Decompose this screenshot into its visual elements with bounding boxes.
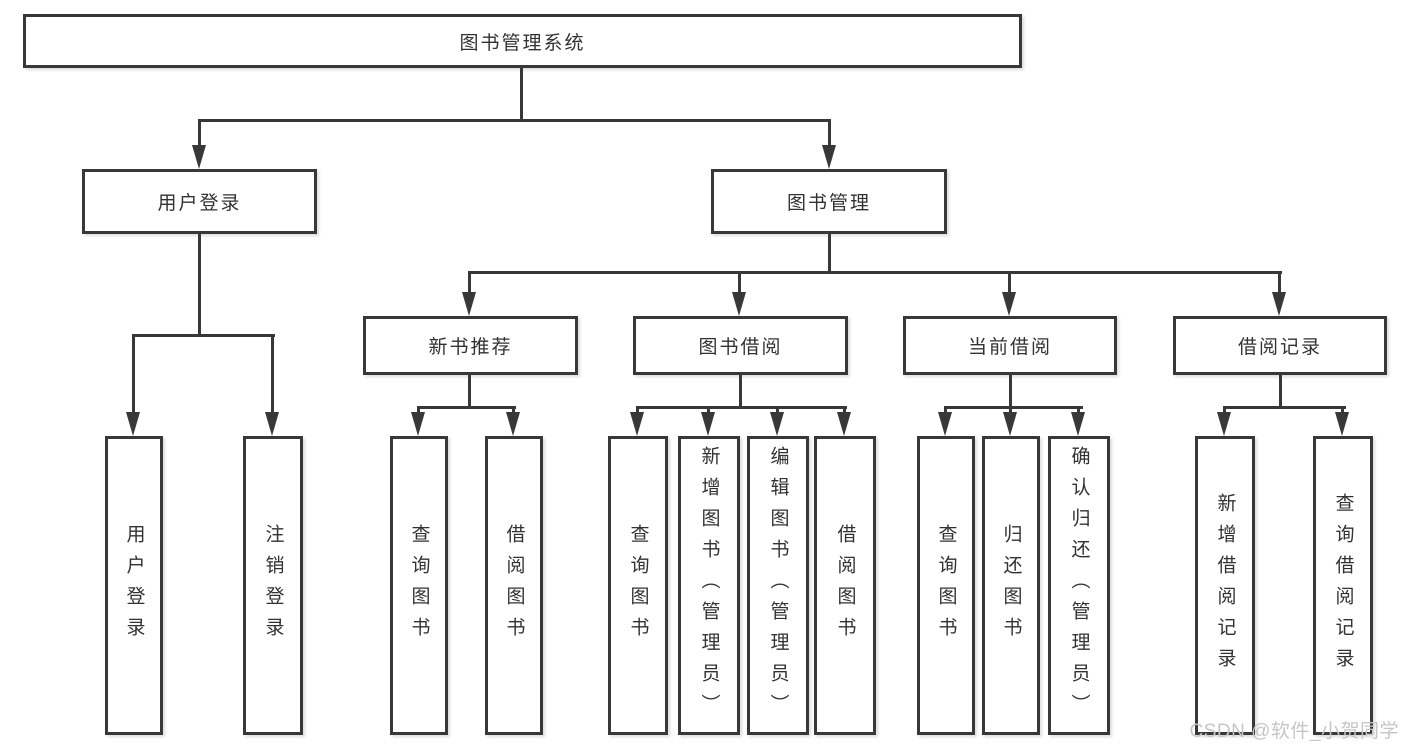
node-user-login: 用户登录 [82, 169, 317, 234]
connector-drop [636, 406, 639, 414]
arrow-down-icon [1335, 412, 1349, 436]
connector-book-mgmt-stem [828, 234, 831, 274]
leaf-label: 借阅图书 [834, 523, 856, 648]
connector-drop [512, 406, 515, 414]
connector-drop [776, 406, 779, 414]
arrow-down-icon [126, 412, 140, 436]
arrow-down-icon [1217, 412, 1231, 436]
arrow-down-icon [770, 412, 784, 436]
leaf-query-borrow-record: 查询借阅记录 [1313, 436, 1373, 735]
leaf-return-books: 归还图书 [982, 436, 1040, 735]
connector-drop [198, 119, 201, 147]
arrow-down-icon [630, 412, 644, 436]
connector-drop [843, 406, 846, 414]
leaf-label: 查询图书 [935, 523, 957, 648]
arrow-down-icon [1272, 292, 1286, 316]
connector-branch [1223, 406, 1346, 409]
leaf-label: 编辑图书（管理员） [767, 446, 789, 725]
arrow-down-icon [1071, 412, 1085, 436]
connector-stem [468, 375, 471, 408]
connector-drop [1009, 406, 1012, 414]
connector-drop [944, 406, 947, 414]
connector-branch [636, 406, 847, 409]
arrow-down-icon [837, 412, 851, 436]
leaf-add-books-admin: 新增图书（管理员） [678, 436, 740, 735]
leaf-query-books-current: 查询图书 [917, 436, 975, 735]
arrow-down-icon [506, 412, 520, 436]
leaf-label: 查询借阅记录 [1332, 492, 1354, 679]
connector-user-login-branch [132, 334, 275, 337]
leaf-label: 确认归还（管理员） [1068, 446, 1090, 725]
leaf-label: 查询图书 [408, 523, 430, 648]
leaf-label: 新增借阅记录 [1214, 492, 1236, 679]
connector-drop [828, 119, 831, 147]
connector-drop [1008, 271, 1011, 295]
connector-branch [417, 406, 516, 409]
connector-drop [1341, 406, 1344, 414]
connector-drop [738, 271, 741, 295]
connector-stem [1009, 375, 1012, 408]
connector-drop [417, 406, 420, 414]
connector-root-stem [520, 68, 523, 121]
leaf-label: 注销登录 [262, 523, 284, 648]
connector-stem [1279, 375, 1282, 408]
node-current-borrow-label: 当前借阅 [967, 337, 1052, 358]
csdn-watermark: CSDN @软件_小贺同学 [1189, 721, 1399, 742]
node-book-borrow: 图书借阅 [633, 316, 848, 375]
node-book-management: 图书管理 [711, 169, 947, 234]
leaf-logout: 注销登录 [243, 436, 303, 735]
leaf-confirm-return-admin: 确认归还（管理员） [1048, 436, 1110, 735]
connector-book-mgmt-branch [468, 271, 1282, 274]
leaf-label: 借阅图书 [503, 523, 525, 648]
arrow-down-icon [1003, 412, 1017, 436]
node-book-borrow-label: 图书借阅 [698, 337, 783, 358]
arrow-down-icon [732, 292, 746, 316]
connector-drop [707, 406, 710, 414]
node-root: 图书管理系统 [23, 14, 1022, 68]
leaf-borrow-books: 借阅图书 [814, 436, 876, 735]
leaf-label: 用户登录 [123, 523, 145, 648]
connector-user-login-stem [198, 234, 201, 336]
leaf-label: 查询图书 [627, 523, 649, 648]
node-new-book-recommend-label: 新书推荐 [428, 337, 513, 358]
leaf-label: 新增图书（管理员） [698, 446, 720, 725]
connector-stem [739, 375, 742, 408]
node-borrow-records-label: 借阅记录 [1237, 337, 1322, 358]
arrow-down-icon [938, 412, 952, 436]
arrow-down-icon [411, 412, 425, 436]
arrow-down-icon [822, 145, 836, 169]
leaf-edit-books-admin: 编辑图书（管理员） [747, 436, 809, 735]
connector-root-branch [198, 119, 831, 122]
connector-drop [1278, 271, 1281, 295]
connector-branch [944, 406, 1083, 409]
arrow-down-icon [1002, 292, 1016, 316]
node-user-login-label: 用户登录 [157, 193, 242, 214]
leaf-query-books-borrow: 查询图书 [608, 436, 668, 735]
leaf-label: 归还图书 [1000, 523, 1022, 648]
leaf-query-books-recommend: 查询图书 [390, 436, 448, 735]
connector-drop [468, 271, 471, 295]
arrow-down-icon [462, 292, 476, 316]
node-current-borrow: 当前借阅 [903, 316, 1117, 375]
leaf-user-login: 用户登录 [105, 436, 163, 735]
node-root-label: 图书管理系统 [459, 32, 586, 54]
arrow-down-icon [192, 145, 206, 169]
arrow-down-icon [265, 412, 279, 436]
connector-drop [1077, 406, 1080, 414]
leaf-add-borrow-record: 新增借阅记录 [1195, 436, 1255, 735]
node-new-book-recommend: 新书推荐 [363, 316, 578, 375]
node-book-management-label: 图书管理 [786, 193, 871, 214]
node-borrow-records: 借阅记录 [1173, 316, 1387, 375]
arrow-down-icon [701, 412, 715, 436]
connector-drop [132, 334, 135, 414]
leaf-borrow-books-recommend: 借阅图书 [485, 436, 543, 735]
connector-drop [1223, 406, 1226, 414]
connector-drop [271, 334, 274, 414]
